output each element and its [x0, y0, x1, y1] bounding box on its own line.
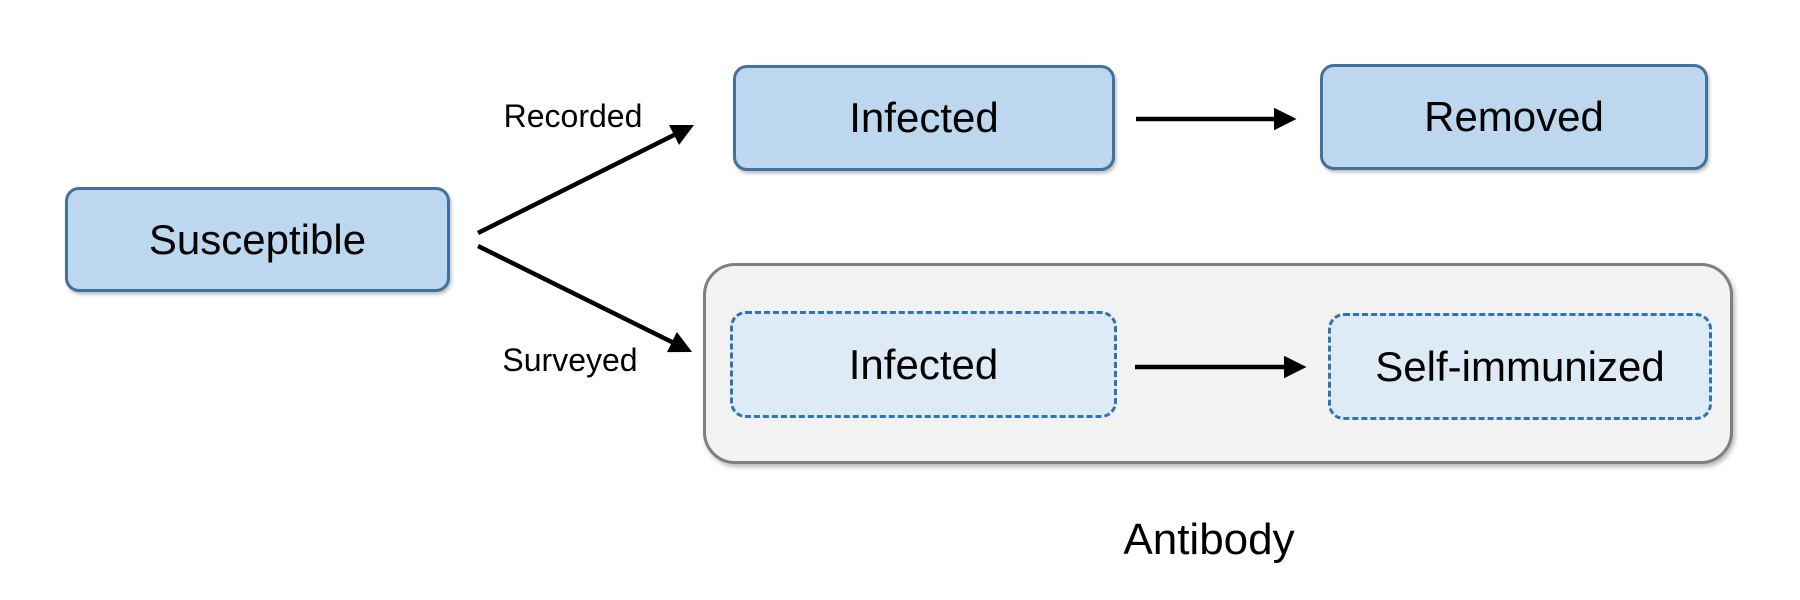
node-self-immunized: Self-immunized	[1328, 313, 1712, 420]
node-infected-surveyed: Infected	[730, 311, 1117, 418]
edge-label-recorded: Recorded	[503, 98, 643, 134]
arrow-recorded	[476, 124, 695, 236]
node-susceptible: Susceptible	[65, 187, 450, 292]
edge-label-surveyed: Surveyed	[502, 342, 638, 378]
node-infected-recorded: Infected	[733, 65, 1115, 171]
node-removed: Removed	[1320, 64, 1708, 170]
node-infected-surveyed-label: Infected	[848, 340, 999, 388]
node-infected-recorded-label: Infected	[849, 94, 999, 141]
node-susceptible-label: Susceptible	[148, 215, 367, 263]
antibody-group-caption: Antibody	[1123, 515, 1295, 564]
arrow-surveyed	[477, 243, 693, 353]
node-removed-label: Removed	[1424, 93, 1604, 140]
node-self-immunized-label: Self-immunized	[1375, 342, 1665, 390]
